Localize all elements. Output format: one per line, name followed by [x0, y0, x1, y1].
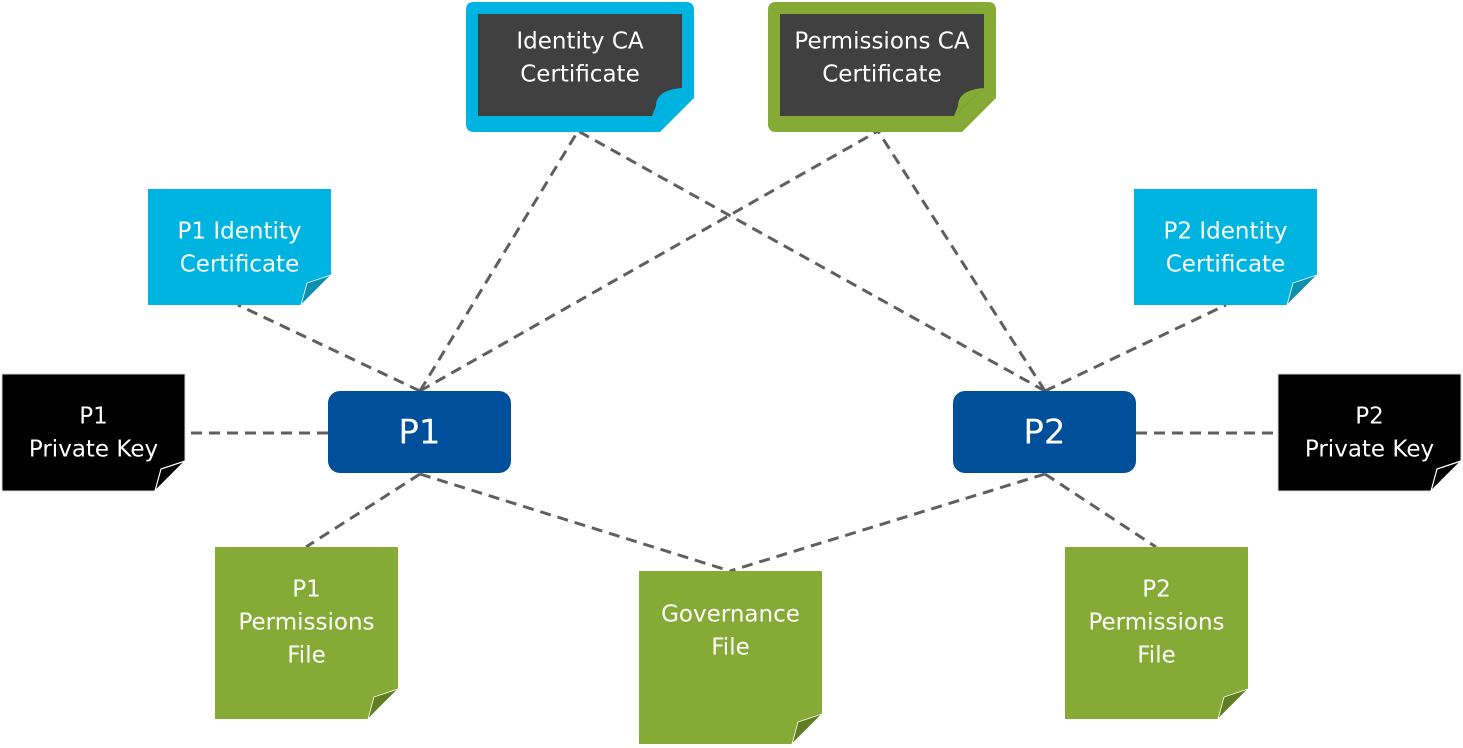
- connector-p2-p2_permissions: [1044, 472, 1157, 549]
- participant-box: [953, 391, 1136, 473]
- note-shape: [1, 373, 186, 492]
- node-label-line: Private Key: [1305, 437, 1434, 463]
- node-label-line: Certificate: [180, 252, 299, 278]
- page-fold-icon: [1429, 460, 1462, 494]
- connector-lines: [185, 129, 1278, 573]
- identity-ca-certificate[interactable]: Identity CA Certificate: [466, 2, 694, 132]
- page-fold-icon: [1217, 688, 1249, 721]
- connector-p1-governance: [419, 472, 731, 573]
- node-label-line: P2: [1142, 577, 1171, 603]
- note-shape: [1134, 189, 1317, 305]
- node-label-line: Certificate: [1166, 252, 1285, 278]
- page-fold-icon: [791, 713, 823, 746]
- page-fold-icon: [954, 88, 984, 116]
- participant-p2[interactable]: P2: [953, 391, 1136, 473]
- node-label-line: P2: [1355, 404, 1384, 430]
- note-shape: [148, 189, 331, 305]
- permissions-ca-certificate[interactable]: Permissions CA Certificate: [768, 2, 996, 132]
- node-label-line: P1 Identity: [178, 219, 302, 245]
- node-label-line: File: [287, 643, 326, 669]
- node-label-line: Permissions: [238, 610, 374, 636]
- certificate-panel: [780, 14, 984, 116]
- page-fold-icon: [300, 274, 332, 307]
- note-shape: [215, 547, 398, 719]
- node-label-line: P2: [1023, 413, 1065, 453]
- connector-p1-p1_identity: [237, 303, 421, 393]
- page-fold-icon: [652, 88, 682, 116]
- page-fold-icon: [153, 460, 186, 494]
- connector-p2-governance: [729, 472, 1046, 573]
- certificate-panel: [478, 14, 682, 116]
- connector-p1-permissions_ca: [419, 129, 879, 393]
- node-label-line: P1: [292, 577, 321, 603]
- note-shape: [639, 571, 822, 744]
- node-label-line: P1: [79, 404, 108, 430]
- participant-box: [328, 391, 511, 473]
- node-label-line: P2 Identity: [1164, 219, 1288, 245]
- node-label-line: File: [711, 635, 750, 661]
- node-label-line: P1: [398, 413, 440, 453]
- note-shape: [1277, 373, 1462, 492]
- connector-p2-p2_identity: [1044, 303, 1227, 393]
- connector-p1-identity_ca: [418, 130, 580, 392]
- node-label-line: Certificate: [822, 62, 941, 88]
- node-label-line: Permissions CA: [794, 29, 969, 55]
- node-label-line: Permissions: [1088, 610, 1224, 636]
- connector-p2-permissions_ca: [876, 130, 1047, 392]
- page-fold-icon: [367, 688, 399, 721]
- node-label-line: Identity CA: [516, 29, 644, 55]
- node-label-line: File: [1137, 643, 1176, 669]
- connector-p1-p1_permissions: [305, 472, 421, 549]
- node-label-line: Certificate: [520, 62, 639, 88]
- page-fold-icon: [1286, 274, 1318, 307]
- node-label-line: Governance: [661, 602, 800, 628]
- note-shape: [1065, 547, 1248, 719]
- participant-p1[interactable]: P1: [328, 391, 511, 473]
- node-label-line: Private Key: [29, 437, 158, 463]
